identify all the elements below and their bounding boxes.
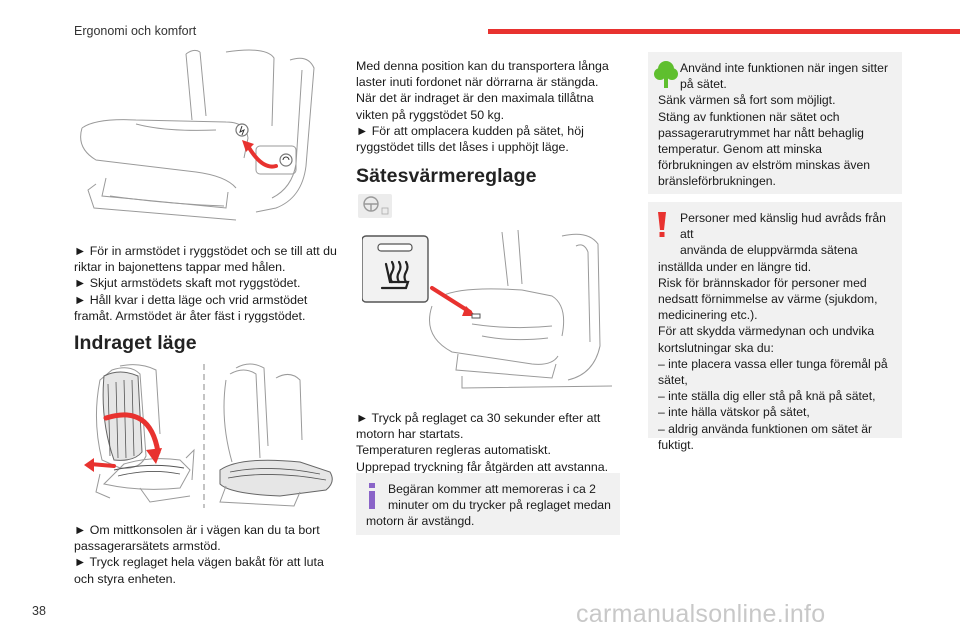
eco-leaf-icon: [654, 60, 678, 92]
eco-box: Använd inte funktionen när ingen sitter …: [648, 52, 902, 194]
armrest-illustration: [80, 49, 315, 221]
info-icon: [366, 483, 378, 513]
watermark: carmanualsonline.info: [576, 600, 826, 628]
heated-seat-illustration: [362, 229, 613, 389]
steering-wheel-icon: [358, 194, 392, 218]
armrest-figure: [76, 48, 338, 230]
header-accent-bar: [488, 29, 960, 34]
instruction-text: ► Tryck på reglaget ca 30 sekunder efter…: [356, 411, 609, 474]
folded-seat-figure: [80, 360, 338, 512]
warning-exclamation-icon: [656, 212, 668, 242]
section-heading-satesvarme: Sätesvärmereglage: [356, 165, 537, 187]
info-box: Begäran kommer att memoreras i ca 2 minu…: [356, 473, 620, 535]
warning-box: Personer med känslig hud avråds från att…: [648, 202, 902, 452]
instruction-text: ► Om mittkonsolen är i vägen kan du ta b…: [74, 523, 324, 586]
page-number: 38: [32, 604, 46, 618]
instruction-text: ► För in armstödet i ryggstödet och se t…: [74, 244, 337, 323]
folded-seat-illustration: [84, 363, 333, 508]
header-title: Ergonomi och komfort: [74, 24, 197, 38]
section-heading-indraget: Indraget läge: [74, 332, 197, 354]
heated-seat-figure: [362, 226, 618, 396]
intro-text: Med denna position kan du transportera l…: [356, 59, 609, 155]
